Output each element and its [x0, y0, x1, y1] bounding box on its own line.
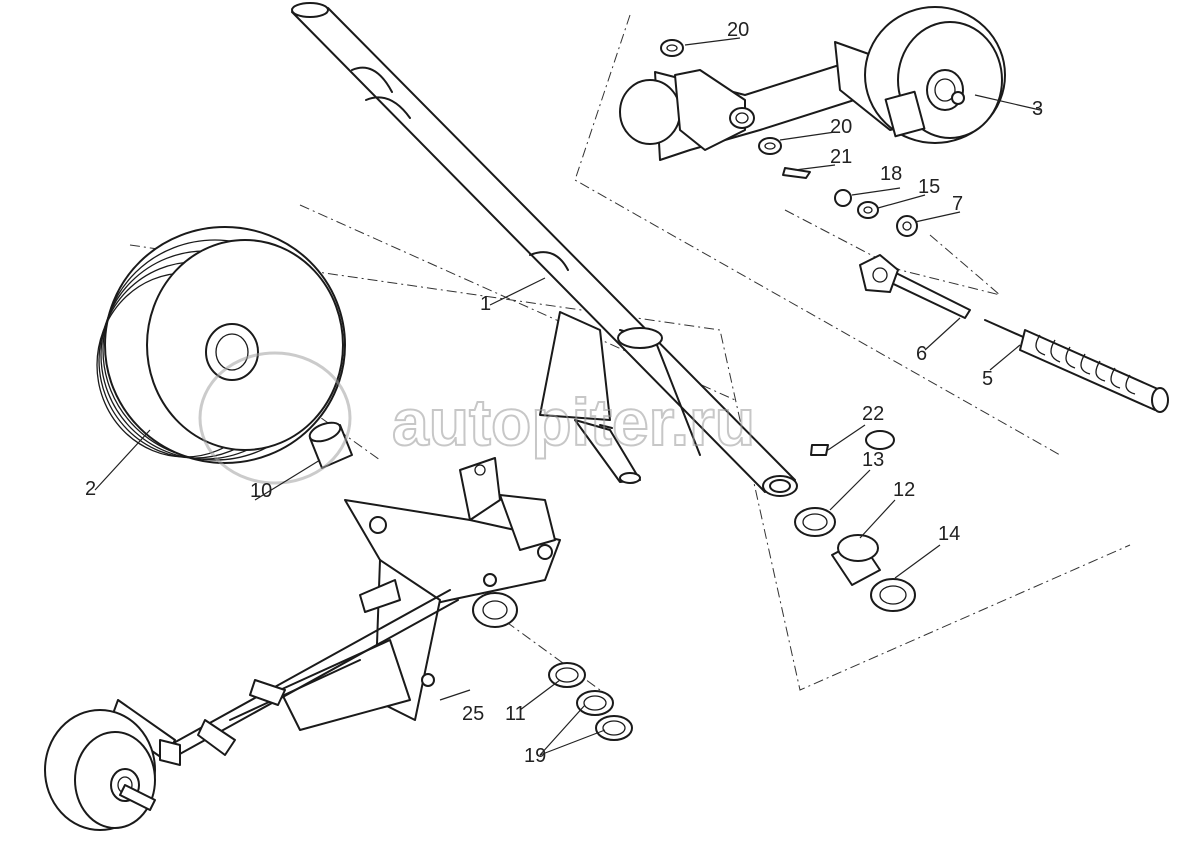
callout-19: 19 — [524, 745, 546, 767]
lower-arm-assembly — [44, 457, 561, 831]
callout-18: 18 — [880, 163, 902, 185]
main-shaft — [291, 2, 798, 497]
callout-15: 15 — [918, 176, 940, 198]
callout-10: 10 — [250, 480, 272, 502]
watermark-text: autopiter.ru — [392, 385, 755, 459]
callout-25: 25 — [462, 703, 484, 725]
tensioner-arm-assembly — [619, 6, 1006, 161]
callout-7: 7 — [952, 193, 963, 215]
callout-3: 3 — [1032, 98, 1043, 120]
callout-14: 14 — [938, 523, 960, 545]
watermark: autopiter.ru — [198, 351, 756, 485]
callout-6: 6 — [916, 343, 927, 365]
ring-parts-lower — [548, 662, 633, 741]
callout-20-top: 20 — [727, 19, 749, 41]
callout-22: 22 — [862, 403, 884, 425]
callout-labels: 20 3 20 21 18 15 7 1 6 5 22 13 12 14 2 1… — [85, 19, 1043, 767]
spring-rod-part-5 — [984, 319, 1169, 413]
callout-20-mid: 20 — [830, 116, 852, 138]
callout-13: 13 — [862, 449, 884, 471]
bushing-part-10 — [308, 421, 353, 469]
upper-small-parts — [660, 39, 918, 237]
callout-2: 2 — [85, 478, 96, 500]
bolt-part-6 — [859, 254, 971, 319]
callout-1: 1 — [480, 293, 491, 315]
callout-12: 12 — [893, 479, 915, 501]
ring-parts-right — [794, 430, 916, 612]
large-pulley — [96, 226, 346, 464]
callout-21: 21 — [830, 146, 852, 168]
watermark-logo-icon — [198, 351, 352, 485]
callout-5: 5 — [982, 368, 993, 390]
leader-lines — [94, 37, 1041, 756]
callout-11: 11 — [505, 703, 526, 725]
